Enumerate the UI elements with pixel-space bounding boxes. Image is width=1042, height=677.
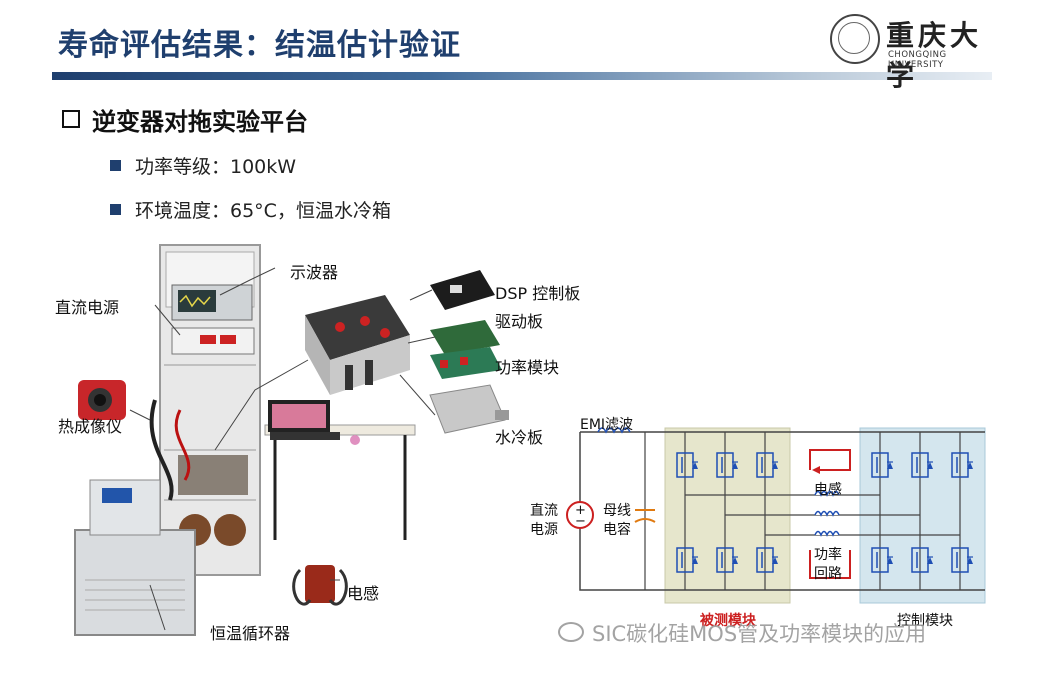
label-oscilloscope: 示波器 xyxy=(290,263,339,282)
label-inductor: 电感 xyxy=(347,584,380,603)
checkbox-bullet-icon xyxy=(62,110,80,128)
label-power-loop-1: 功率 xyxy=(814,547,842,563)
label-power-loop-2: 回路 xyxy=(814,566,842,582)
logo-text: 重庆大学 xyxy=(886,19,983,92)
watermark: SIC碳化硅MOS管及功率模块的应用 xyxy=(558,618,926,648)
label-thermal-imager: 热成像仪 xyxy=(58,417,123,436)
circuit-diagram xyxy=(566,427,986,604)
seal-icon xyxy=(830,14,880,64)
label-bus-cap-1: 母线 xyxy=(603,503,631,519)
university-logo: 重庆大学 CHONGQING UNIVERSITY xyxy=(830,12,1005,92)
slide-title: 寿命评估结果：结温估计验证 xyxy=(58,28,461,63)
label-dc-source-1: 直流 xyxy=(530,503,558,519)
section-heading-text: 逆变器对拖实验平台 xyxy=(92,108,308,136)
logo-subtext: CHONGQING UNIVERSITY xyxy=(888,50,947,70)
watermark-text: SIC碳化硅MOS管及功率模块的应用 xyxy=(592,622,927,646)
square-bullet-icon xyxy=(110,160,121,171)
test-bench-photo xyxy=(74,244,416,636)
label-control-module: 控制模块 xyxy=(897,613,953,629)
square-bullet-icon xyxy=(110,204,121,215)
label-dc-source-2: 电源 xyxy=(530,522,558,538)
bullet-power-level: 功率等级：100kW xyxy=(110,152,296,179)
bullet-text: 功率等级：100kW xyxy=(135,156,297,178)
label-cold-plate: 水冷板 xyxy=(495,428,544,447)
minus-sign: − xyxy=(575,514,586,529)
label-dsp-board: DSP 控制板 xyxy=(495,284,581,303)
section-heading: 逆变器对拖实验平台 xyxy=(62,102,308,137)
label-module-under-test: 被测模块 xyxy=(700,613,756,629)
label-emi-filter: EMI滤波 xyxy=(580,417,634,433)
module-photos xyxy=(305,270,509,434)
label-power-module: 功率模块 xyxy=(495,358,560,377)
plus-sign: + xyxy=(575,503,586,518)
label-dc-source: 直流电源 xyxy=(55,298,120,317)
label-inductor-circuit: 电感 xyxy=(814,482,842,498)
title-underline xyxy=(52,72,992,80)
label-bus-cap-2: 电容 xyxy=(603,522,631,538)
label-drive-board: 驱动板 xyxy=(495,312,544,331)
bullet-text: 环境温度：65°C，恒温水冷箱 xyxy=(135,200,391,222)
bullet-ambient-temp: 环境温度：65°C，恒温水冷箱 xyxy=(110,196,391,223)
wechat-icon xyxy=(558,622,584,642)
label-thermostat: 恒温循环器 xyxy=(210,624,291,643)
